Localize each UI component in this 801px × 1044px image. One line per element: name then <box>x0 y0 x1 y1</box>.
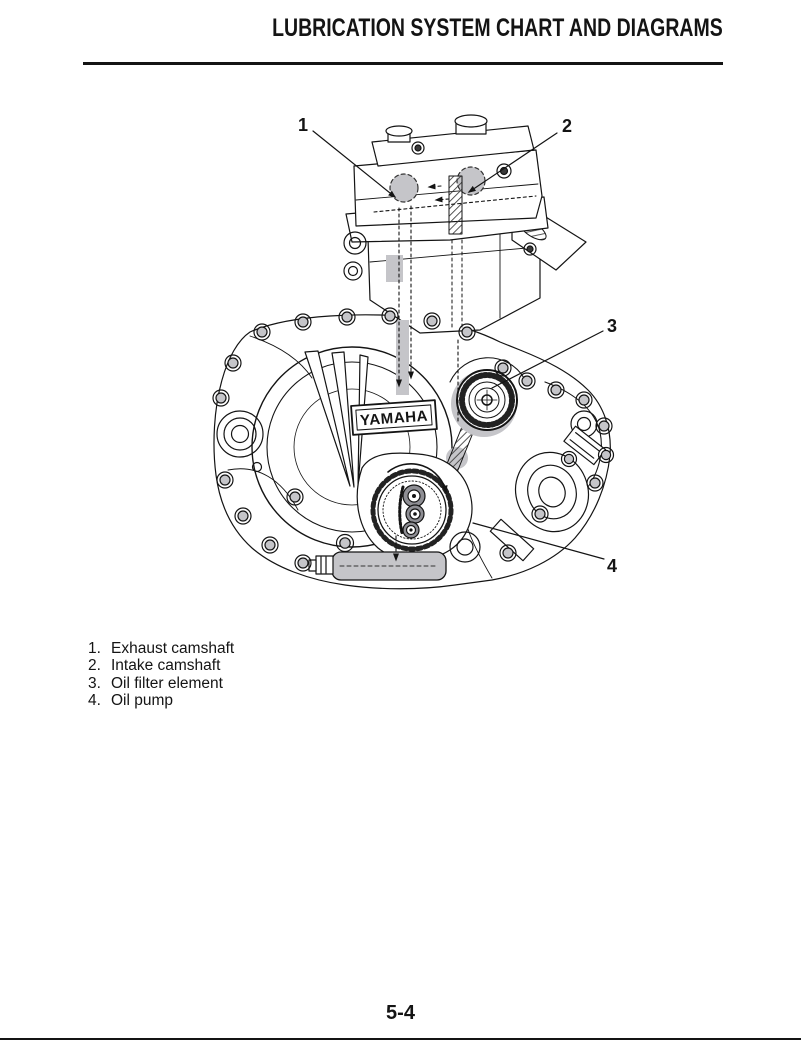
exhaust-camshaft-marker <box>389 173 419 203</box>
legend-number: 3. <box>88 674 101 692</box>
legend-label: Exhaust camshaft <box>111 640 235 657</box>
diagram-legend: 1. Exhaust camshaft 2. Intake camshaft 3. O… <box>88 640 234 710</box>
legend-item-intake-camshaft: 2. Intake camshaft <box>88 657 234 674</box>
oil-flow-lines <box>373 183 537 562</box>
legend-label: Oil pump <box>111 692 174 710</box>
callout-leader-lines <box>312 130 605 560</box>
cylinder-head-group <box>343 114 549 281</box>
footer-rule <box>0 1038 801 1040</box>
legend-number: 1. <box>88 640 101 657</box>
bolt-heads <box>212 307 615 572</box>
yamaha-logo-text: YAMAHA <box>360 408 429 430</box>
legend-number: 4. <box>88 692 101 710</box>
legend-item-oil-pump: 4. Oil pump <box>88 692 234 709</box>
legend-item-exhaust-camshaft: 1. Exhaust camshaft <box>88 640 234 657</box>
oil-filter-group <box>449 357 525 437</box>
legend-number: 2. <box>88 657 101 675</box>
yamaha-badge: YAMAHA <box>350 399 438 436</box>
water-pump-group <box>514 425 607 533</box>
page-number: 5-4 <box>386 1002 415 1024</box>
oil-pump-group <box>356 452 473 561</box>
legend-item-oil-filter-element: 3. Oil filter element <box>88 675 234 692</box>
page-header: LUBRICATION SYSTEM CHART AND DIAGRAMS <box>83 14 723 43</box>
callout-2-intake-camshaft: 2 <box>562 116 572 136</box>
oil-strainer-group <box>308 531 481 581</box>
legend-label: Intake camshaft <box>111 657 221 675</box>
legend-label: Oil filter element <box>111 674 223 692</box>
callout-4-oil-pump: 4 <box>607 556 617 576</box>
header-rule <box>83 62 723 65</box>
callout-3-oil-filter-element: 3 <box>607 316 617 336</box>
page-title: LUBRICATION SYSTEM CHART AND DIAGRAMS <box>272 14 723 42</box>
callout-1-exhaust-camshaft: 1 <box>298 115 308 135</box>
oil-pump-gears <box>402 484 426 539</box>
